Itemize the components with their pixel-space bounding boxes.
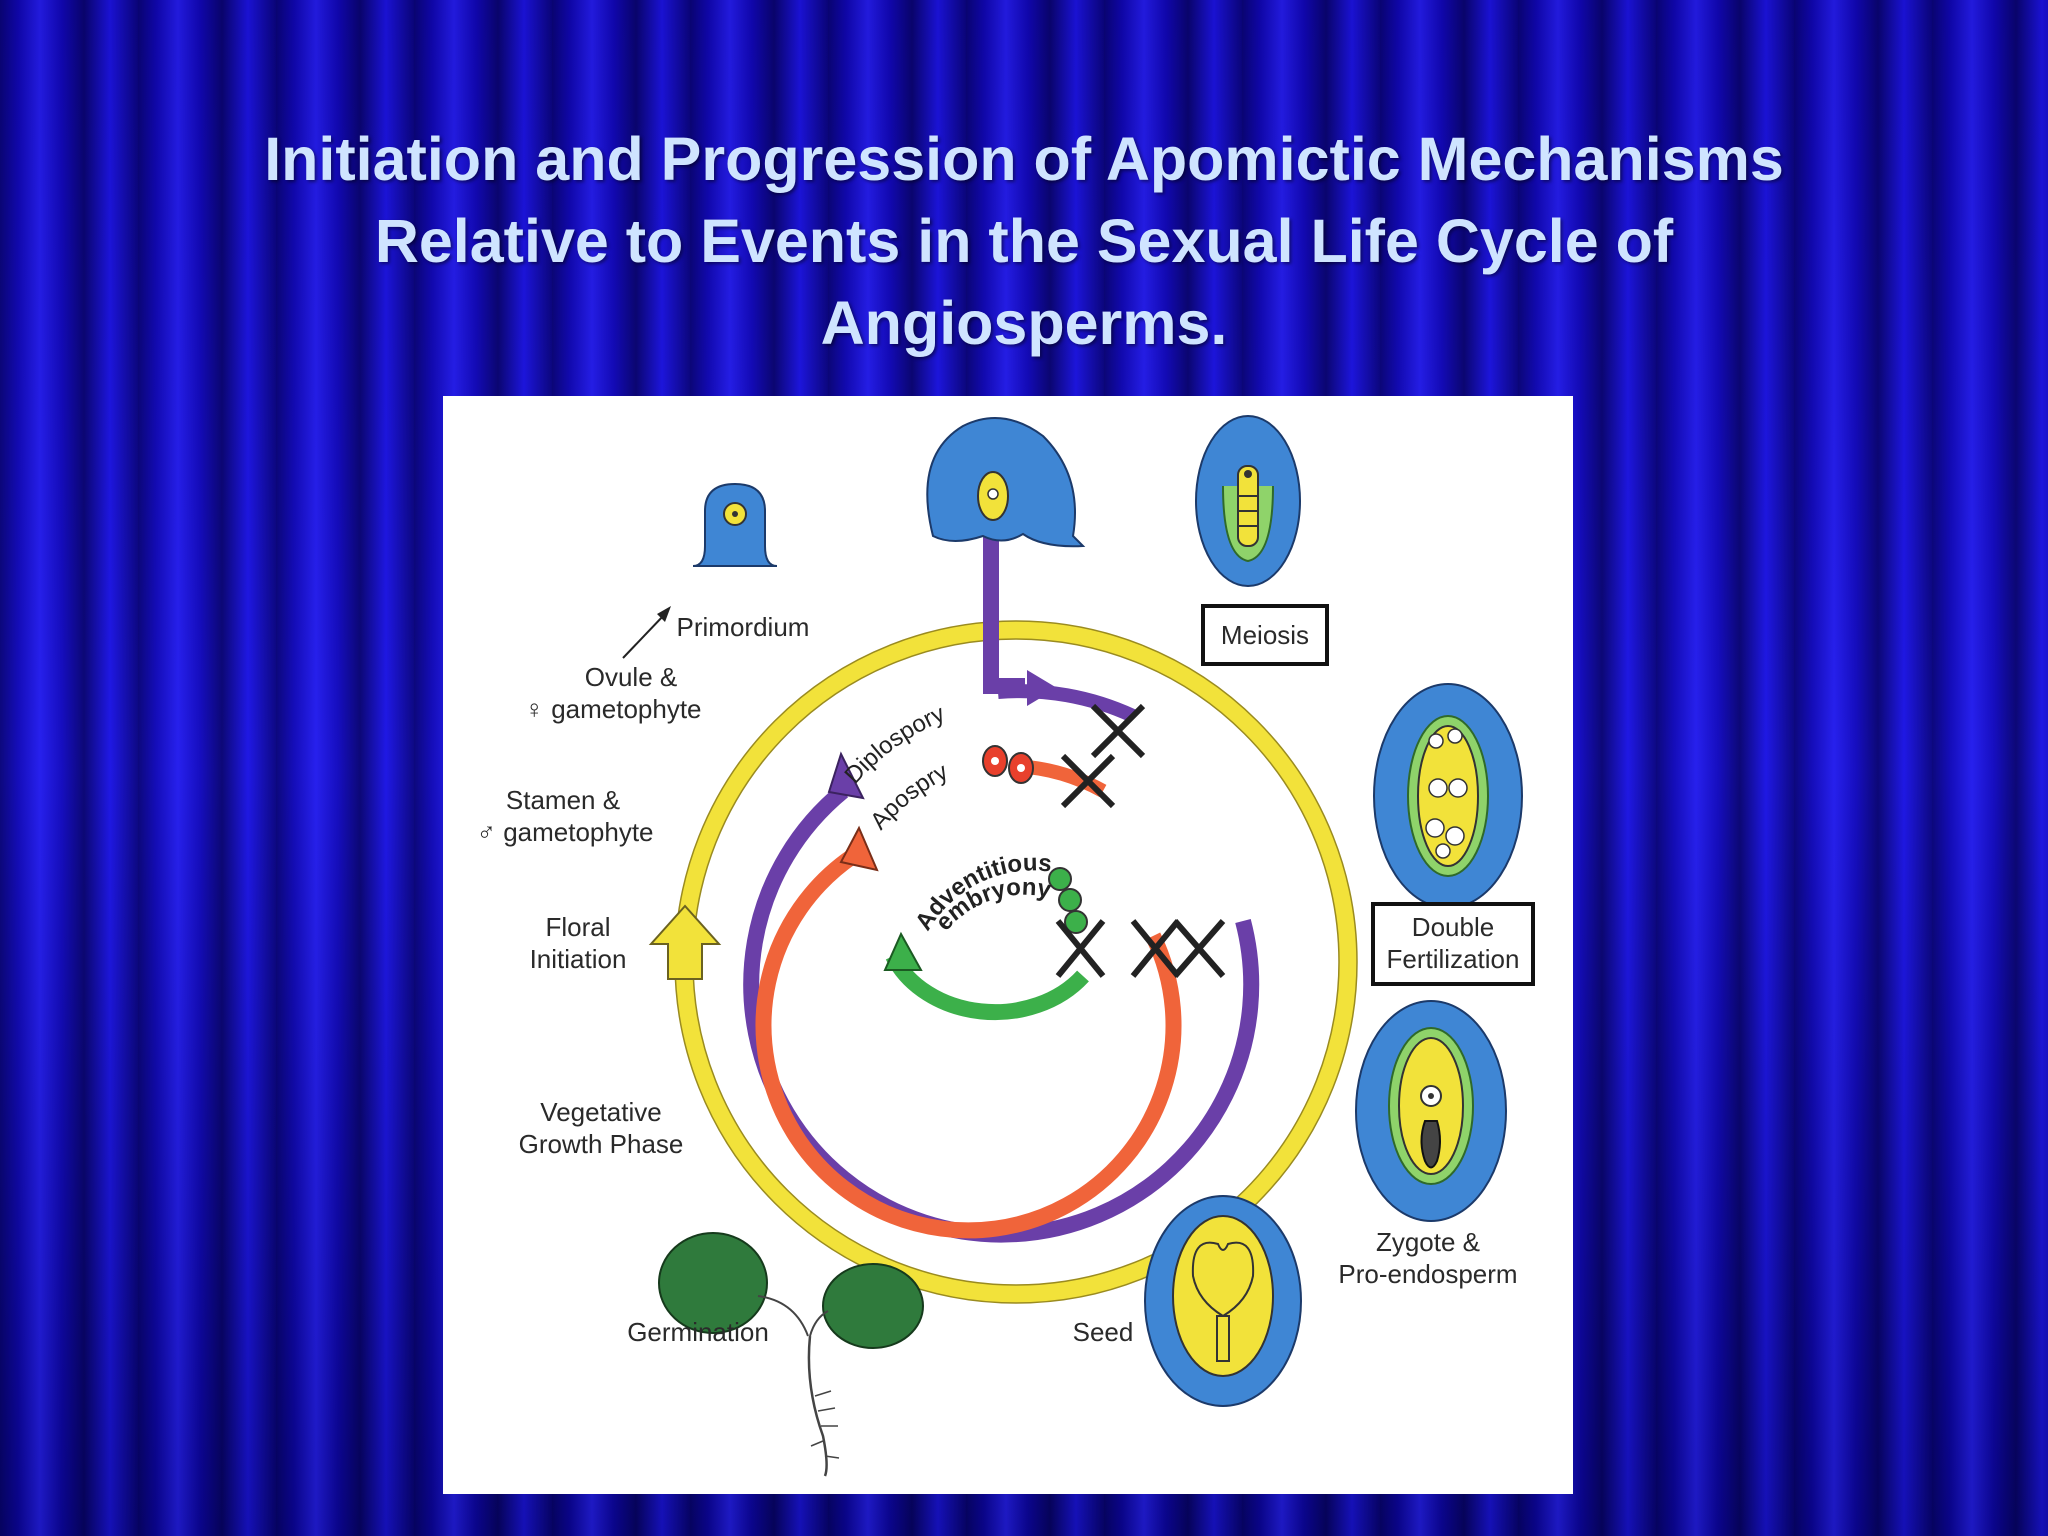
block-mark-apospory <box>1060 753 1116 809</box>
adventitious-cells <box>1048 867 1088 934</box>
apospory-arc <box>755 849 1182 1239</box>
top-ovule-icon <box>926 417 1086 548</box>
apospory-cells <box>982 745 1034 784</box>
meiosis-box <box>1201 604 1329 666</box>
ovule-label-2: ♀ gametophyte <box>524 694 701 724</box>
stamen-label-2: ♂ gametophyte <box>476 817 653 847</box>
diagram-svg: Diplospory Apospry Adventitious embryony… <box>476 415 1535 1477</box>
apospory-arrowhead <box>839 825 879 872</box>
double-fertilization-box <box>1371 902 1535 986</box>
floral-initiation-arrow <box>648 904 722 980</box>
adventitious-arc <box>885 952 1089 1021</box>
seed-label: Seed <box>1073 1317 1134 1347</box>
sexual-cycle-ring-outline-inner <box>692 638 1340 1286</box>
double-fertilization-ovule-icon <box>1373 683 1523 909</box>
primordium-icon <box>692 482 778 567</box>
double-fertilization-label-1: Double <box>1412 912 1494 942</box>
ovule-label-1: Ovule & <box>585 662 678 692</box>
title-line-1: Initiation and Progression of Apomictic … <box>264 125 1784 193</box>
life-cycle-diagram: Diplospory Apospry Adventitious embryony… <box>443 396 1573 1494</box>
adventitious-arrowhead <box>883 931 923 971</box>
diplospory-arrowhead <box>827 751 865 800</box>
diplospory-connector <box>983 476 1025 694</box>
germination-seedling-icon <box>658 1232 924 1477</box>
floral-label-2: Initiation <box>530 944 627 974</box>
block-mark-adventitious <box>1055 919 1106 978</box>
diplospory-top-arc <box>997 684 1136 723</box>
block-mark-apospory-2 <box>1130 919 1181 978</box>
title-line-3: Angiosperms. <box>820 289 1228 357</box>
zygote-ovule-icon <box>1355 1000 1507 1222</box>
slide-title: Initiation and Progression of Apomictic … <box>120 118 1928 364</box>
primordium-label: Primordium <box>677 612 810 642</box>
meiosis-ovule-icon <box>1195 415 1301 587</box>
diplospory-connector-arrowhead <box>1027 670 1057 706</box>
stamen-label-1: Stamen & <box>506 785 620 815</box>
zygote-label-1: Zygote & <box>1376 1227 1480 1257</box>
block-mark-diplospory <box>1090 703 1146 759</box>
seed-icon <box>1144 1195 1302 1407</box>
vegetative-label-1: Vegetative <box>540 1097 661 1127</box>
primordium-pointer <box>622 613 666 659</box>
zygote-label-2: Pro-endosperm <box>1338 1259 1517 1289</box>
meiosis-label: Meiosis <box>1221 620 1309 650</box>
germination-label: Germination <box>627 1317 769 1347</box>
vegetative-label-2: Growth Phase <box>519 1129 684 1159</box>
double-fertilization-label-2: Fertilization <box>1387 944 1520 974</box>
block-mark-diplospory-2 <box>1172 919 1226 978</box>
floral-label-1: Floral <box>545 912 610 942</box>
title-line-2: Relative to Events in the Sexual Life Cy… <box>374 207 1674 275</box>
primordium-pointer-arrowhead <box>657 606 671 622</box>
